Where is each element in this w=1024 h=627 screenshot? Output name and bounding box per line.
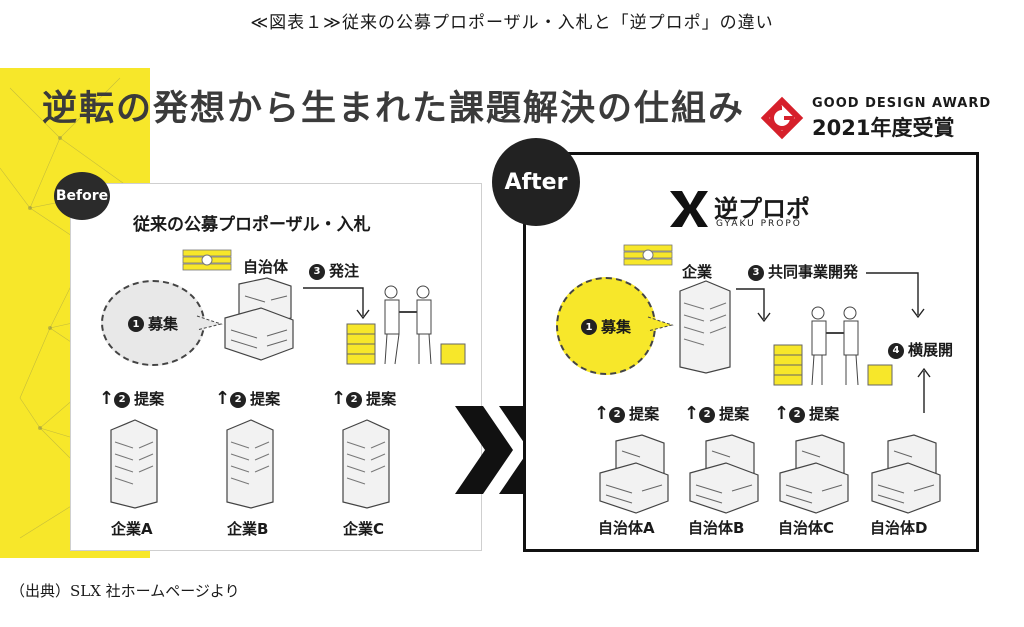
money-stack-icon bbox=[623, 244, 673, 266]
after-step4-label: 横展開 bbox=[908, 341, 954, 359]
bubble-tail bbox=[196, 315, 223, 331]
award-block: GOOD DESIGN AWARD 2021年度受賞 bbox=[758, 94, 990, 144]
before-step3-label: 発注 bbox=[329, 262, 360, 280]
step-number-2: 2 bbox=[789, 406, 806, 423]
step-number-4: 4 bbox=[888, 342, 904, 359]
source-caption: （出典）SLX 社ホームページより bbox=[10, 582, 240, 600]
after-badge: After bbox=[492, 138, 580, 226]
step-number-1: 1 bbox=[580, 319, 597, 335]
step-number-3: 3 bbox=[309, 263, 325, 280]
step-number-2: 2 bbox=[346, 391, 363, 408]
gyaku-propo-logo-icon bbox=[670, 191, 708, 227]
up-arrow bbox=[917, 367, 931, 413]
after-top-entity: 企業 bbox=[682, 263, 713, 281]
gov-a-label: 自治体A bbox=[598, 519, 655, 537]
step-number-2: 2 bbox=[114, 391, 131, 408]
gov-c-label: 自治体C bbox=[778, 519, 835, 537]
dev-arrow bbox=[736, 288, 771, 323]
propose-label: 提案 bbox=[629, 405, 660, 423]
step-number-1: 1 bbox=[127, 316, 144, 332]
step-number-3: 3 bbox=[748, 264, 764, 281]
municipal-building-icon bbox=[871, 434, 941, 514]
figure-caption: ≪図表１≫従来の公募プロポーザル・入札と「逆プロポ」の違い bbox=[250, 13, 774, 33]
step-number-2: 2 bbox=[699, 406, 716, 423]
company-tower-icon bbox=[110, 419, 158, 509]
municipal-building-icon bbox=[599, 434, 669, 514]
before-step1-label: 募集 bbox=[147, 314, 178, 333]
brand-sub: GYAKU PROPO bbox=[716, 219, 802, 229]
money-stack-icon bbox=[182, 249, 232, 271]
propose-label: 提案 bbox=[250, 390, 281, 408]
after-step3-label: 共同事業開発 bbox=[768, 263, 859, 281]
bubble-tail bbox=[647, 316, 674, 332]
brand-name: 逆プロポ bbox=[714, 195, 810, 223]
propose-label: 提案 bbox=[719, 405, 750, 423]
propose-label: 提案 bbox=[809, 405, 840, 423]
before-title: 従来の公募プロポーザル・入札 bbox=[133, 215, 371, 235]
award-title: GOOD DESIGN AWARD bbox=[812, 96, 992, 111]
propose-label: 提案 bbox=[366, 390, 397, 408]
company-b-label: 企業B bbox=[227, 520, 269, 538]
gov-b-label: 自治体B bbox=[688, 519, 745, 537]
step-number-2: 2 bbox=[230, 391, 247, 408]
municipal-building-icon bbox=[689, 434, 759, 514]
company-tower-icon bbox=[342, 419, 390, 509]
before-badge: Before bbox=[54, 172, 110, 220]
g-mark-icon bbox=[760, 96, 804, 140]
municipal-building-icon bbox=[779, 434, 849, 514]
expand-arrow bbox=[866, 272, 925, 319]
headline: 逆転の発想から生まれた課題解決の仕組み bbox=[42, 89, 746, 129]
step-number-2: 2 bbox=[609, 406, 626, 423]
order-arrow bbox=[303, 287, 370, 320]
before-top-entity: 自治体 bbox=[243, 258, 289, 276]
municipal-building-icon bbox=[224, 277, 294, 361]
handshake-icon bbox=[773, 306, 893, 386]
propose-label: 提案 bbox=[134, 390, 165, 408]
after-step1-label: 募集 bbox=[600, 317, 631, 336]
gov-d-label: 自治体D bbox=[870, 519, 928, 537]
company-a-label: 企業A bbox=[111, 520, 153, 538]
company-tower-icon bbox=[679, 280, 731, 374]
award-year: 2021年度受賞 bbox=[812, 116, 955, 140]
handshake-icon bbox=[346, 285, 466, 365]
company-tower-icon bbox=[226, 419, 274, 509]
company-c-label: 企業C bbox=[343, 520, 385, 538]
